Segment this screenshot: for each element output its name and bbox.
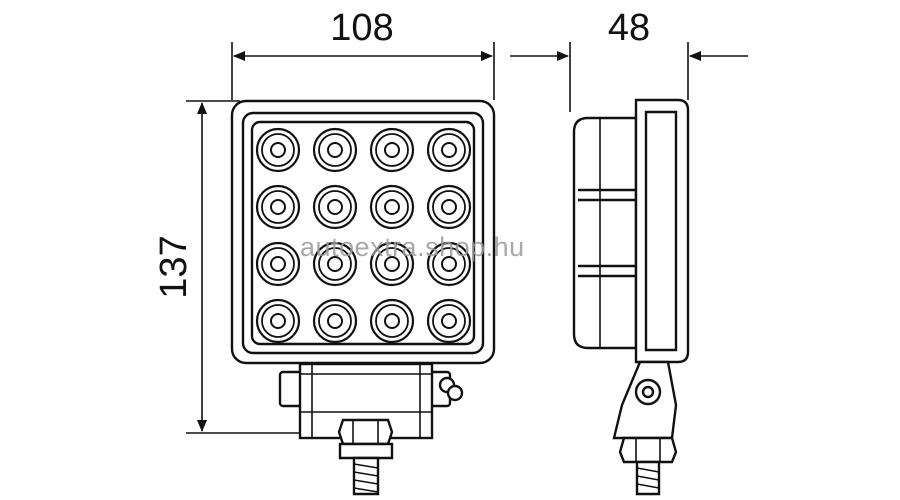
front-view [230, 99, 496, 496]
led-grid [255, 127, 472, 344]
width-dimension: 108 [231, 7, 495, 100]
width-label: 108 [330, 7, 393, 49]
led-1-1 [255, 127, 301, 173]
watermark-text: autoextra.shop.hu [300, 232, 525, 262]
led-1-3 [369, 127, 415, 173]
led-3-4 [426, 241, 472, 287]
led-4-3 [369, 298, 415, 344]
led-2-2 [312, 184, 358, 230]
depth-dimension: 48 [510, 7, 748, 112]
led-3-3 [369, 241, 415, 287]
led-3-2 [312, 241, 358, 287]
led-2-1 [255, 184, 301, 230]
led-2-3 [369, 184, 415, 230]
led-4-2 [312, 298, 358, 344]
depth-label: 48 [608, 7, 650, 49]
front-mount-bracket [278, 362, 464, 496]
led-2-4 [426, 184, 472, 230]
led-4-1 [255, 298, 301, 344]
led-4-4 [426, 298, 472, 344]
led-3-1 [255, 241, 301, 287]
height-dimension: 137 [153, 100, 300, 434]
led-1-2 [312, 127, 358, 173]
led-1-4 [426, 127, 472, 173]
side-view [572, 98, 690, 496]
height-label: 137 [153, 235, 195, 298]
